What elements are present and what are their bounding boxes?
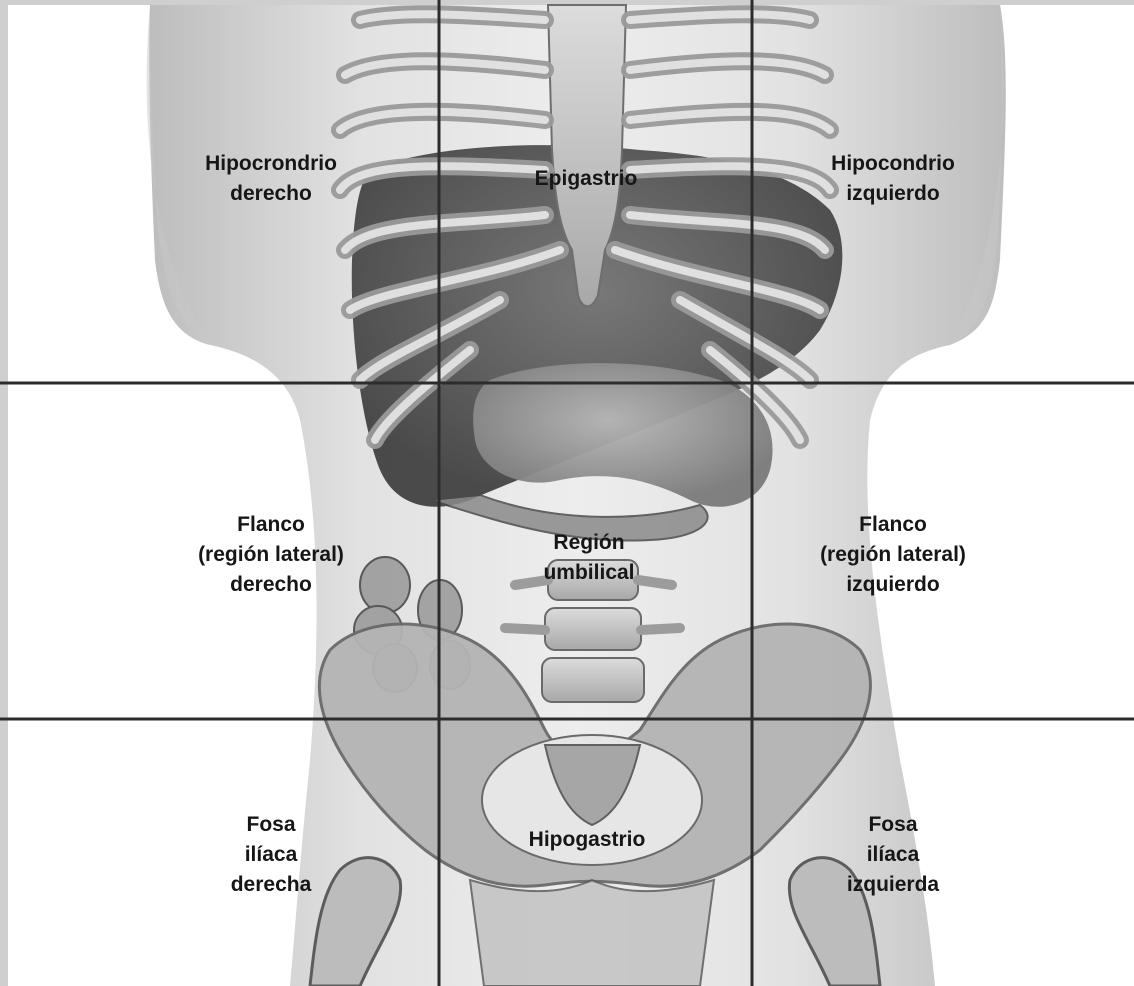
label-fosa-iliaca-izquierda: Fosa ilíaca izquierda bbox=[847, 810, 939, 900]
left-frame-edge bbox=[0, 0, 8, 986]
label-hipocondrio-izquierdo: Hipocondrio izquierdo bbox=[831, 149, 955, 209]
label-hipogastrio: Hipogastrio bbox=[529, 825, 646, 855]
label-region-umbilical: Región umbilical bbox=[543, 528, 634, 588]
label-flanco-izquierdo: Flanco (región lateral) izquierdo bbox=[820, 510, 966, 600]
label-hipocondrio-derecho: Hipocrondrio derecho bbox=[205, 149, 337, 209]
label-fosa-iliaca-derecha: Fosa ilíaca derecha bbox=[231, 810, 312, 900]
pubic-bone bbox=[470, 880, 714, 986]
label-flanco-derecho: Flanco (región lateral) derecho bbox=[198, 510, 344, 600]
label-epigastrio: Epigastrio bbox=[535, 164, 638, 194]
